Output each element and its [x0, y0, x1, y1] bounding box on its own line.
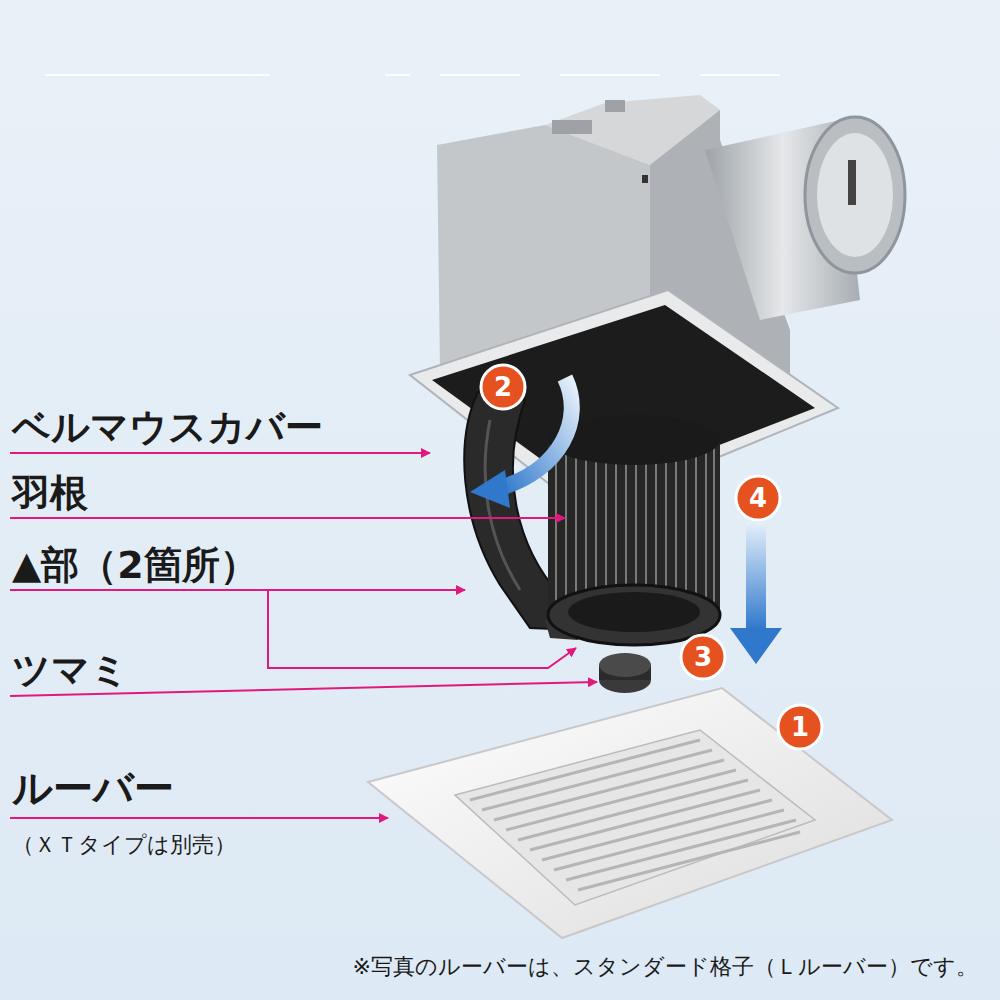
callout-number: 4 [736, 476, 780, 520]
part-name: ▲部（2箇所） [12, 546, 258, 584]
part-name: ツマミ [12, 651, 129, 689]
part-note: （ＸＴタイプは別売） [12, 834, 236, 856]
callout-number: 3 [681, 635, 725, 679]
part-name: ルーバー [12, 768, 174, 808]
part-name: 羽根 [12, 474, 88, 512]
callout-number: 1 [778, 705, 822, 749]
callout-number: 2 [481, 365, 525, 409]
caption: ※写真のルーバーは、スタンダード格子（Ｌルーバー）です。 [353, 956, 978, 978]
part-name: ベルマウスカバー [12, 408, 323, 446]
